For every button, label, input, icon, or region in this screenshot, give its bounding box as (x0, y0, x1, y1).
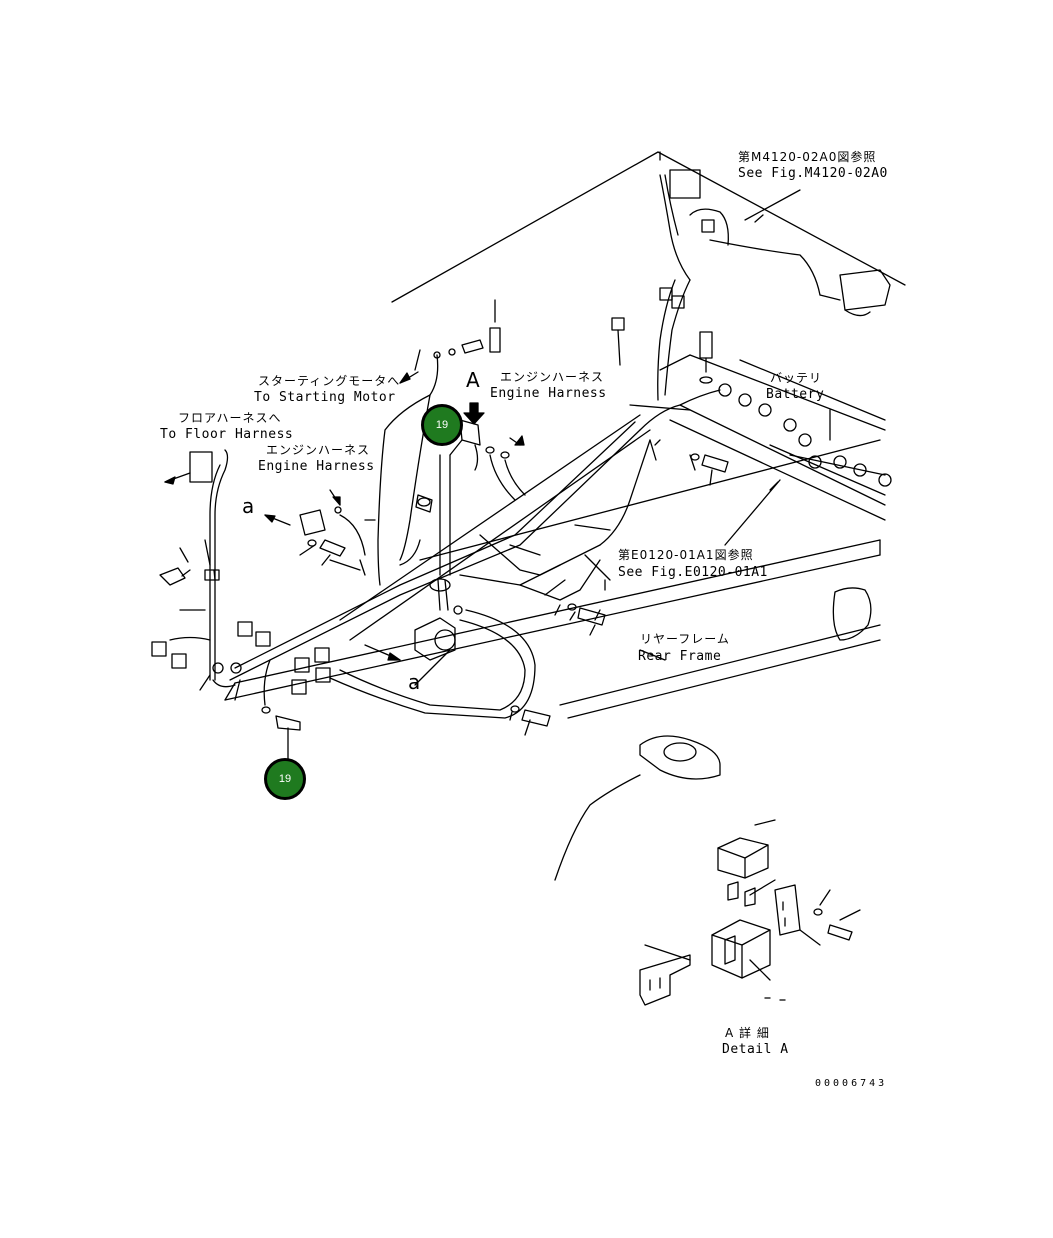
see-e0120-label-jp: 第E0120-01A1図参照 (618, 548, 754, 562)
detail-a-label-jp: A 詳 細 (725, 1026, 770, 1040)
see-e0120-label: See Fig.E0120-01A1 (618, 565, 768, 580)
relay-assembly (414, 419, 481, 661)
floor-harness-branch (151, 449, 271, 688)
part-callout-19-bottom[interactable]: 19 (264, 758, 306, 800)
engine-harness-label-2: Engine Harness (258, 459, 375, 474)
leader-lines (179, 189, 861, 981)
engine-harness-label-1: Engine Harness (490, 386, 607, 401)
figure-number: 00006743 (815, 1078, 888, 1089)
battery-label: Battery (766, 387, 825, 402)
part-callout-19-top[interactable]: 19 (421, 404, 463, 446)
view-letter-a-upper: A (466, 368, 480, 392)
lower-left-connectors (261, 647, 331, 761)
starting-motor-label-jp: スターティングモータへ (258, 374, 401, 388)
rear-frame-outline (224, 151, 906, 881)
view-letter-a-lower-2: a (408, 670, 421, 694)
view-arrow-a (463, 402, 485, 425)
see-m4120-label: See Fig.M4120-02A0 (738, 166, 888, 181)
main-harness (229, 389, 721, 719)
detail-a-label: Detail A (722, 1042, 789, 1057)
starting-motor-label: To Starting Motor (254, 390, 396, 405)
top-right-harness (611, 169, 891, 401)
battery-box (659, 354, 892, 521)
rear-frame-label-jp: リヤーフレーム (640, 632, 730, 646)
engine-harness-label-jp-1: エンジンハーネス (500, 370, 605, 384)
floor-harness-label: To Floor Harness (160, 427, 294, 442)
engine-harness-label-jp-2: エンジンハーネス (266, 443, 371, 457)
view-letter-a-lower-1: a (242, 494, 255, 518)
see-m4120-label-jp: 第M4120-02A0図参照 (738, 150, 877, 164)
battery-label-jp: バッテリ (770, 371, 823, 385)
rear-frame-label: Rear Frame (638, 649, 722, 664)
bolts (307, 453, 853, 941)
floor-harness-label-jp: フロアハーネスへ (178, 411, 282, 425)
detail-a-parts (639, 735, 801, 1006)
engine-harness-ends (299, 446, 526, 576)
arrows (164, 214, 779, 661)
